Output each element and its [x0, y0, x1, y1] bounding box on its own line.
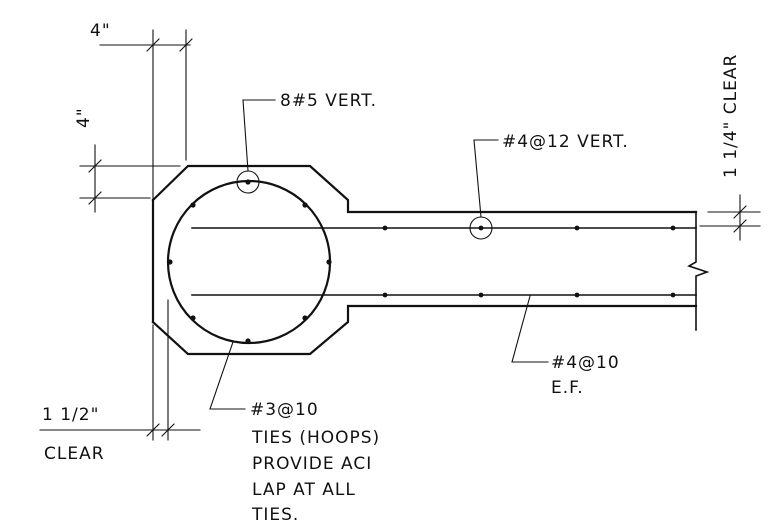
ties-callout-line-2: TIES (HOOPS) [251, 428, 380, 448]
labels: 4" 4" 1 1/2" CLEAR 1 1/4" CLEAR 8#5 VERT… [42, 21, 741, 523]
reinforcement [166, 170, 697, 345]
left-dimension-label: 4" [74, 107, 94, 128]
ties-callout-line-3: PROVIDE ACI [252, 454, 372, 474]
top-dimension-label: 4" [90, 21, 111, 41]
dimension-lines [39, 29, 761, 441]
side-clear-word-label: CLEAR [44, 444, 105, 464]
side-clear-value-label: 1 1/2" [42, 405, 99, 425]
ties-callout-line-5: TIES. [251, 505, 299, 523]
leader-lines [209, 99, 549, 410]
wall-horizontal-bars-ef: E.F. [551, 378, 584, 398]
concrete-outline [151, 164, 710, 356]
ties-callout-line-1: #3@10 [250, 400, 319, 420]
ties-callout-line-4: LAP AT ALL [252, 480, 356, 500]
face-clear-label: 1 1/4" CLEAR [721, 54, 741, 178]
wall-vertical-bars-callout: #4@12 VERT. [502, 132, 629, 152]
wall-horizontal-bars-callout: #4@10 [551, 353, 620, 373]
column-bars-callout: 8#5 VERT. [280, 91, 377, 111]
